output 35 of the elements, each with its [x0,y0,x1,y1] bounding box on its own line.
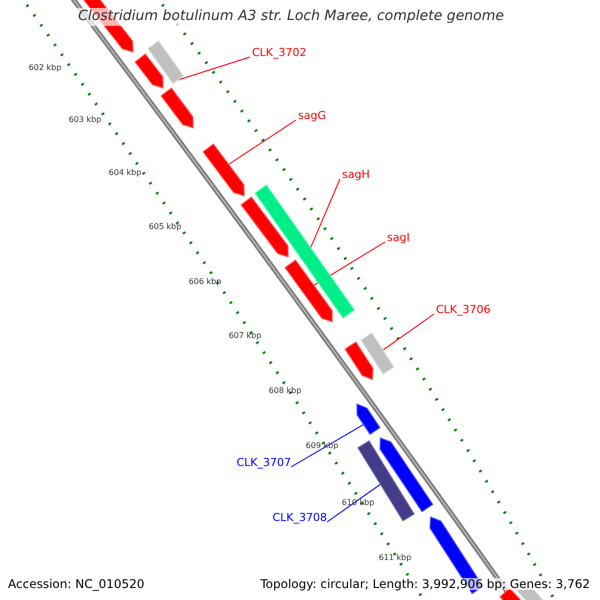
leader-line [310,178,340,248]
gene-feature [134,54,163,88]
topology-text: Topology: circular; Length: 3,992,906 bp; Genes: 3,762 [260,578,590,590]
gene-feature [358,440,415,520]
kbp-tick-label: 606 kbp [188,278,222,286]
gene-feature [148,41,184,84]
gene-feature [380,438,432,512]
gene-label: CLK_3708 [272,512,327,523]
gene-label: sagI [387,232,410,243]
leader-line [228,120,296,165]
gene-feature [255,184,355,318]
gene-label: sagH [342,169,370,180]
leader-line [326,483,382,522]
kbp-tick-label: 605 kbp [148,223,182,231]
kbp-tick-label: 611 kbp [378,554,412,562]
gene-label: sagG [298,110,326,121]
accession-text: Accession: NC_010520 [8,578,144,590]
gene-feature [202,144,244,196]
gene-label: CLK_3702 [252,47,307,58]
gene-feature [284,260,332,322]
kbp-tick-label: 604 kbp [108,169,142,177]
kbp-tick-label: 607 kbp [228,332,262,340]
kbp-tick-label: 608 kbp [268,387,302,395]
kbp-tick-label: 603 kbp [68,116,102,124]
gene-feature [160,88,193,128]
kbp-tick-label: 602 kbp [28,64,62,72]
leader-line [290,424,364,468]
gene-label: CLK_3707 [236,457,291,468]
gene-feature [344,342,373,380]
gene-feature [360,333,394,375]
gene-feature [357,404,380,434]
gene-label: CLK_3706 [436,304,491,315]
gene-feature [240,197,288,257]
leader-line [382,314,434,351]
leader-line [178,56,250,80]
